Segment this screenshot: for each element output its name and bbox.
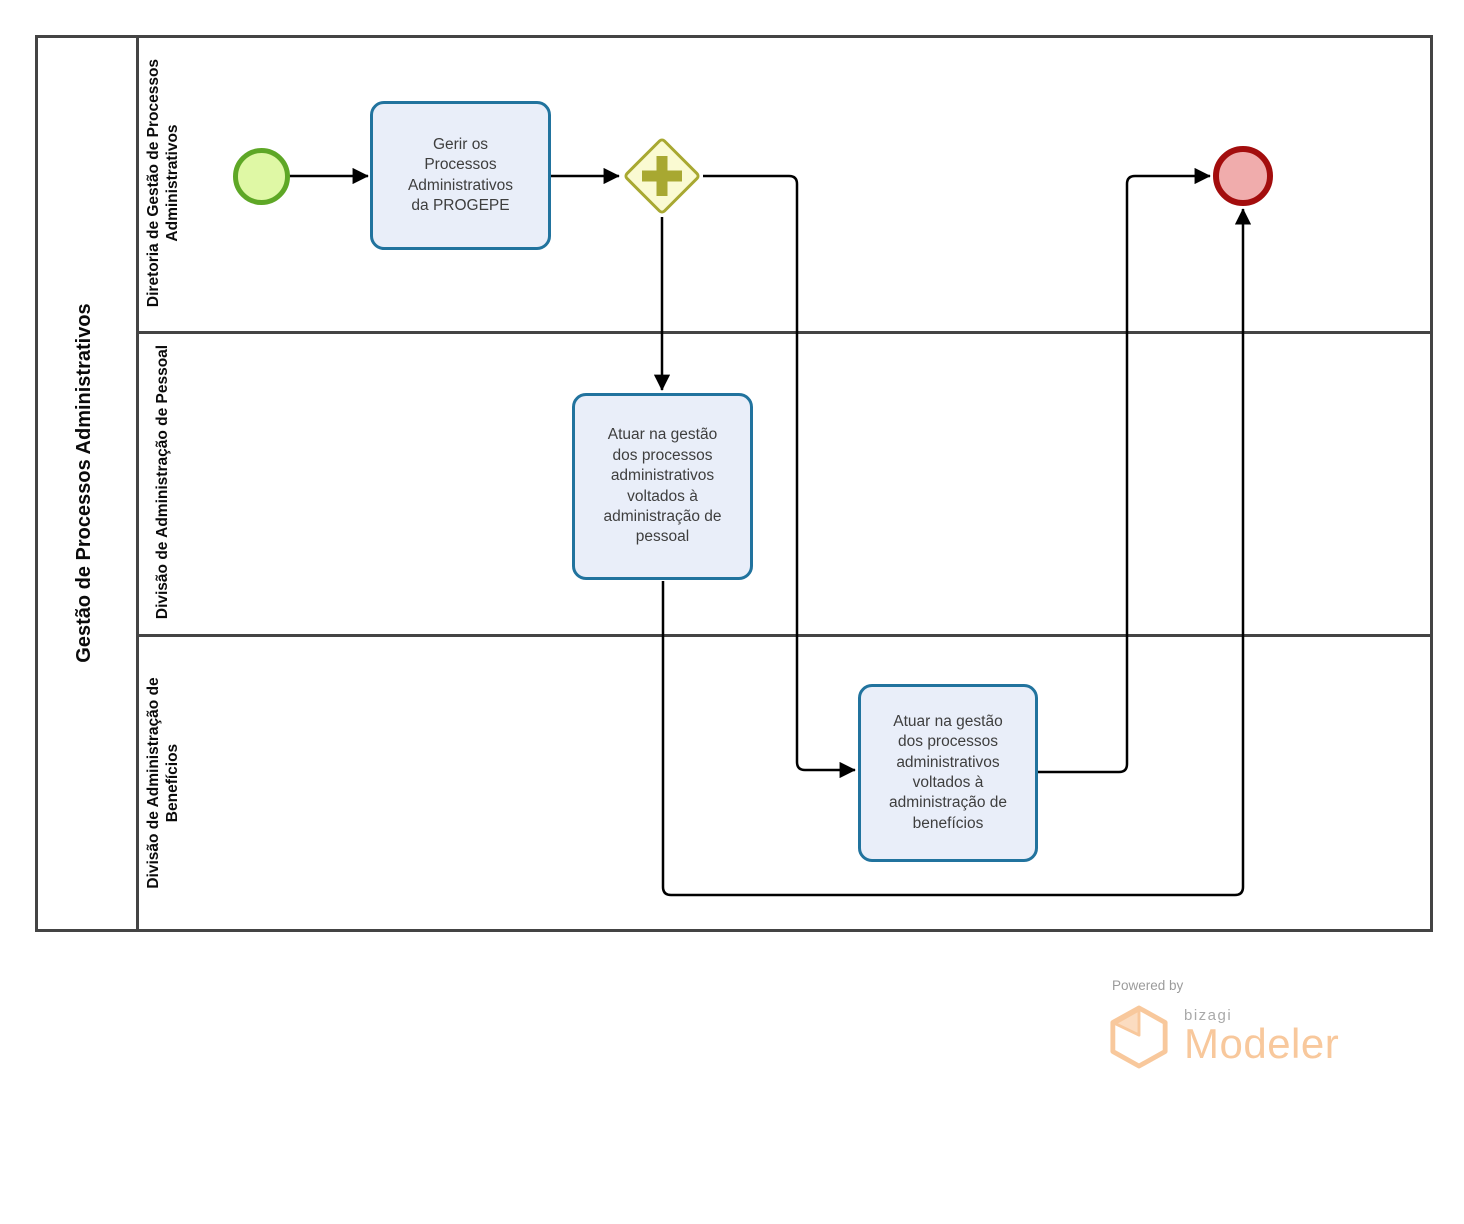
lane-label-diretoria: Diretoria de Gestão de Processos Adminis… bbox=[144, 58, 181, 308]
start-event-icon bbox=[233, 148, 290, 205]
parallel-gateway-plus-icon bbox=[637, 151, 687, 201]
bizagi-modeler-logo: Powered by bizagi Modeler bbox=[1108, 978, 1388, 1071]
bizagi-hexagon-icon bbox=[1110, 1005, 1168, 1069]
pool-title: Gestão de Processos Administrativos bbox=[72, 303, 95, 663]
powered-by-label: Powered by bbox=[1112, 978, 1184, 993]
end-event-icon bbox=[1213, 146, 1273, 206]
bizagi-brand-label: bizagi bbox=[1184, 1007, 1233, 1024]
lane-divider-1 bbox=[138, 331, 1430, 334]
lane-divider-2 bbox=[138, 634, 1430, 637]
modeler-product-label: Modeler bbox=[1184, 1020, 1340, 1067]
lane-label-pessoal: Divisão de Administração de Pessoal bbox=[154, 344, 172, 620]
lane-label-beneficios: Divisão de Administração de Benefícios bbox=[144, 677, 181, 889]
task-gestao-pessoal: Atuar na gestão dos processos administra… bbox=[572, 393, 753, 580]
pool-title-divider bbox=[136, 38, 139, 929]
task-gerir-processos: Gerir os Processos Administrativos da PR… bbox=[370, 101, 551, 250]
task-gestao-beneficios: Atuar na gestão dos processos administra… bbox=[858, 684, 1038, 862]
